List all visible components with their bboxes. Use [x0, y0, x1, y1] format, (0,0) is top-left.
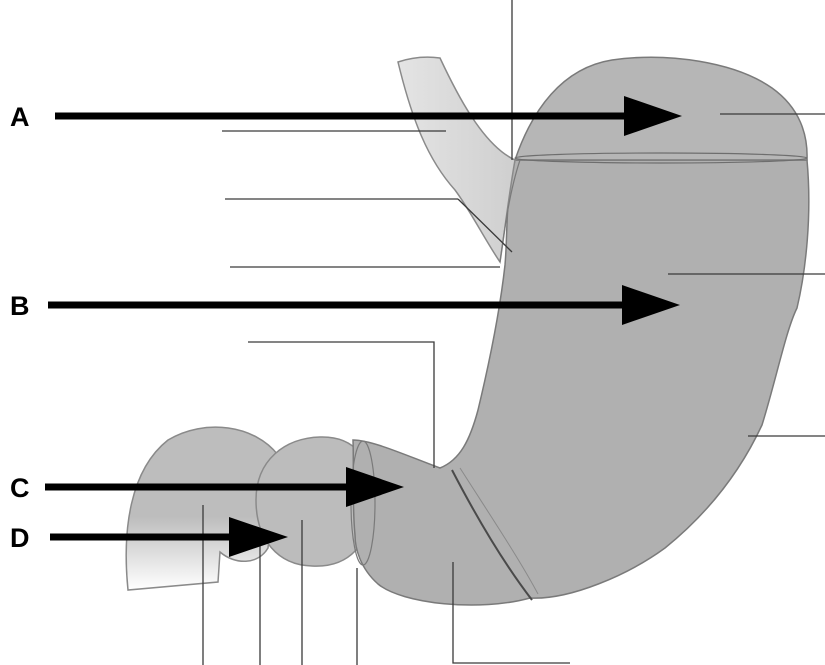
label-a: A — [10, 102, 30, 132]
stomach-body-shape — [353, 160, 809, 605]
fundus-shape — [515, 57, 807, 160]
esophagus-shape — [398, 57, 515, 262]
label-c: C — [10, 473, 30, 503]
duodenum-shape — [126, 427, 278, 590]
label-b: B — [10, 291, 30, 321]
label-d: D — [10, 523, 30, 553]
